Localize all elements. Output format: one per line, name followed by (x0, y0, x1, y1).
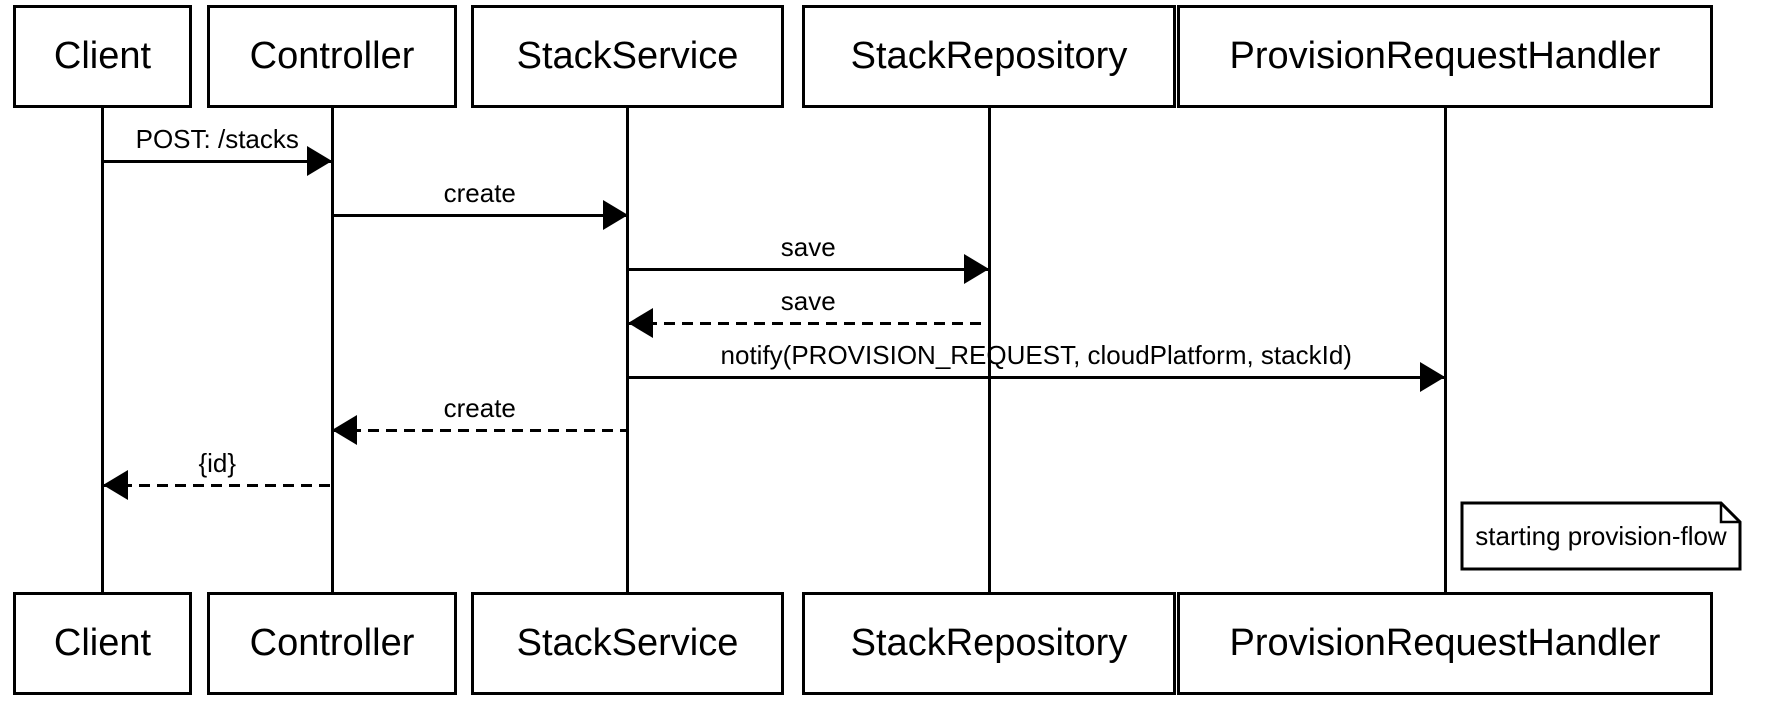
participant-bottom-box-stackservice: StackService (471, 592, 784, 695)
note-text: starting provision-flow (1475, 520, 1727, 551)
message-arrowhead-7 (102, 470, 128, 500)
message-label-7: {id} (198, 448, 237, 478)
participant-bottom-box-stackrepository: StackRepository (802, 592, 1176, 695)
participant-label: ProvisionRequestHandler (1229, 622, 1661, 664)
message-line-6 (332, 428, 628, 432)
lifeline-controller (330, 108, 334, 592)
message-arrowhead-6 (332, 415, 357, 445)
message-arrowhead-3 (964, 254, 989, 284)
participant-bottom-box-provisionrequesthandler: ProvisionRequestHandler (1177, 592, 1713, 695)
participant-label: Client (53, 622, 152, 664)
message-arrowhead-2 (602, 200, 628, 230)
lifeline-provisionrequesthandler (1443, 108, 1447, 592)
message-arrowhead-1 (307, 146, 332, 176)
message-label-5: notify(PROVISION_REQUEST, cloudPlatform,… (720, 340, 1352, 370)
message-line-3 (627, 267, 989, 271)
participant-bottom-box-client: Client (13, 592, 192, 695)
participant-label: StackRepository (850, 622, 1128, 664)
note-fold-icon (1719, 503, 1740, 524)
message-label-3: save (780, 232, 836, 262)
participant-top-box-client: Client (13, 5, 192, 108)
participant-label: StackService (516, 35, 739, 77)
participant-label: ProvisionRequestHandler (1229, 35, 1661, 77)
note (1460, 501, 1742, 571)
participant-label: StackService (516, 622, 739, 664)
message-line-5 (627, 375, 1445, 379)
lifeline-stackservice (626, 108, 629, 592)
message-line-4 (627, 321, 989, 325)
message-line-7 (102, 483, 332, 487)
participant-label: Controller (249, 35, 415, 77)
message-arrowhead-4 (627, 308, 653, 338)
lifeline-client (101, 108, 104, 592)
participant-label: StackRepository (850, 35, 1128, 77)
message-label-4: save (780, 286, 836, 316)
participant-top-box-controller: Controller (207, 5, 457, 108)
message-label-2: create (443, 178, 516, 208)
participant-bottom-box-controller: Controller (207, 592, 457, 695)
message-line-1 (102, 159, 332, 163)
message-label-1: POST: /stacks (135, 124, 299, 154)
participant-top-box-stackservice: StackService (471, 5, 784, 108)
message-arrowhead-5 (1420, 362, 1445, 392)
participant-label: Client (53, 35, 152, 77)
note-shape (1460, 501, 1742, 571)
message-label-6: create (443, 393, 516, 423)
participant-top-box-stackrepository: StackRepository (802, 5, 1176, 108)
message-line-2 (332, 213, 628, 217)
lifeline-stackrepository (987, 108, 991, 592)
participant-label: Controller (249, 622, 415, 664)
participant-top-box-provisionrequesthandler: ProvisionRequestHandler (1177, 5, 1713, 108)
